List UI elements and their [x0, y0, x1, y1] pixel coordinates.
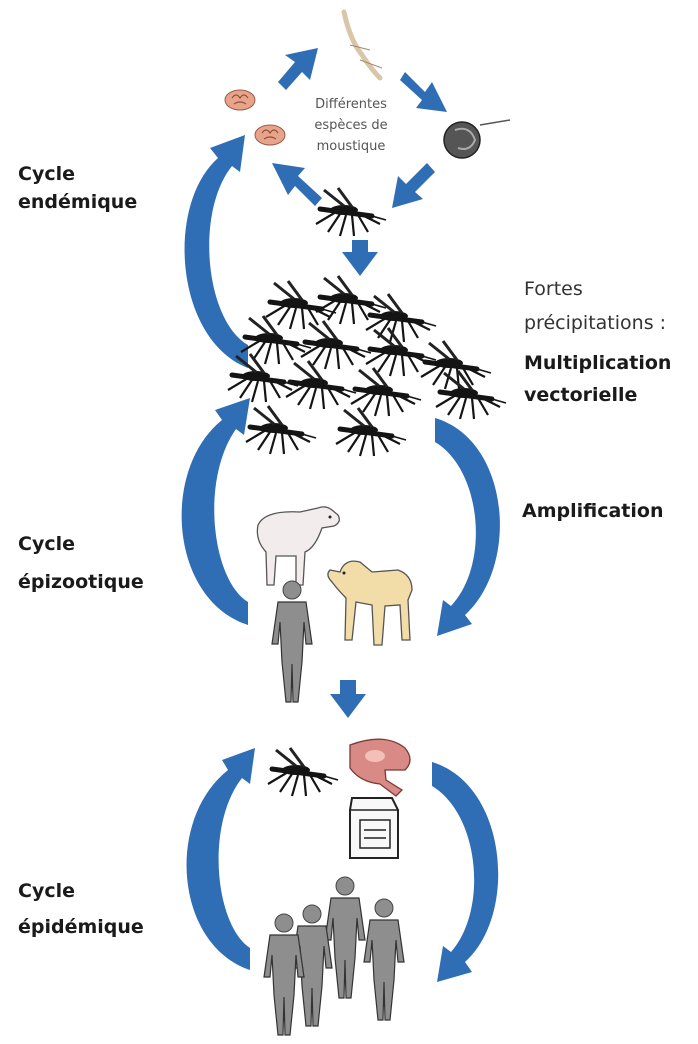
cycle-arrow-right: [435, 418, 500, 636]
mosquito-icon: [268, 748, 338, 796]
arrow-icon: [330, 680, 366, 718]
cycle-arrow-left: [182, 398, 250, 625]
label-line: Cycle: [18, 873, 144, 909]
label-endemic-cycle: Cycle endémique: [18, 160, 137, 216]
label-line: Cycle: [18, 525, 144, 563]
arrow-icon: [392, 163, 435, 208]
mosquito-icon: [436, 371, 506, 419]
epidemic-cycle: [187, 739, 499, 1035]
arrow-icon: [272, 163, 322, 206]
arrow-icon: [278, 48, 318, 90]
human-icon: [325, 877, 365, 998]
sheep-icon: [257, 507, 339, 585]
cycle-arrow-left: [185, 135, 248, 368]
cycle-arrow-right: [432, 762, 498, 982]
label-line: précipitations :: [524, 306, 666, 340]
larva-icon: [344, 12, 380, 78]
mosquito-icon: [316, 188, 386, 236]
label-amplification: Amplification: [522, 497, 663, 525]
label-line: Fortes: [524, 272, 666, 306]
egg-icon: [255, 125, 285, 145]
lamb-icon: [328, 561, 412, 645]
pupa-icon: [444, 120, 510, 158]
mosquito-icon: [246, 406, 316, 454]
mosquito-icon: [366, 294, 436, 342]
label-rain: Fortes précipitations :: [524, 272, 666, 340]
human-icon: [272, 581, 312, 702]
caption-line: espèces de: [296, 115, 406, 136]
caption-line: moustique: [296, 136, 406, 157]
mosquito-icon: [286, 361, 356, 409]
label-epizootic-cycle: Cycle épizootique: [18, 525, 144, 601]
label-line: endémique: [18, 188, 137, 216]
cycle-arrow-left: [187, 748, 255, 970]
label-epidemic-cycle: Cycle épidémique: [18, 873, 144, 945]
human-icon: [364, 899, 404, 1020]
caption-line: Différentes: [296, 94, 406, 115]
egg-icon: [225, 90, 255, 110]
mosquito-icon: [351, 368, 421, 416]
arrow-icon: [400, 72, 447, 112]
species-caption: Différentes espèces de moustique: [296, 94, 406, 157]
mosquito-icon: [366, 328, 436, 376]
label-line: Amplification: [522, 497, 663, 525]
label-line: épizootique: [18, 563, 144, 601]
meat-icon: [350, 739, 410, 796]
endemic-cycle: [185, 12, 510, 368]
label-line: épidémique: [18, 909, 144, 945]
mosquito-icon: [336, 408, 406, 456]
mosquito-icon: [301, 321, 371, 369]
milk-carton-icon: [350, 798, 398, 858]
arrow-icon: [342, 240, 378, 276]
mosquito-icon: [266, 281, 336, 329]
label-multiplication: Multiplication vectorielle: [524, 347, 671, 411]
label-line: Multiplication: [524, 347, 671, 379]
mosquito-swarm: [228, 276, 506, 456]
label-line: vectorielle: [524, 379, 671, 411]
label-line: Cycle: [18, 160, 137, 188]
epizootic-cycle: [182, 398, 500, 718]
